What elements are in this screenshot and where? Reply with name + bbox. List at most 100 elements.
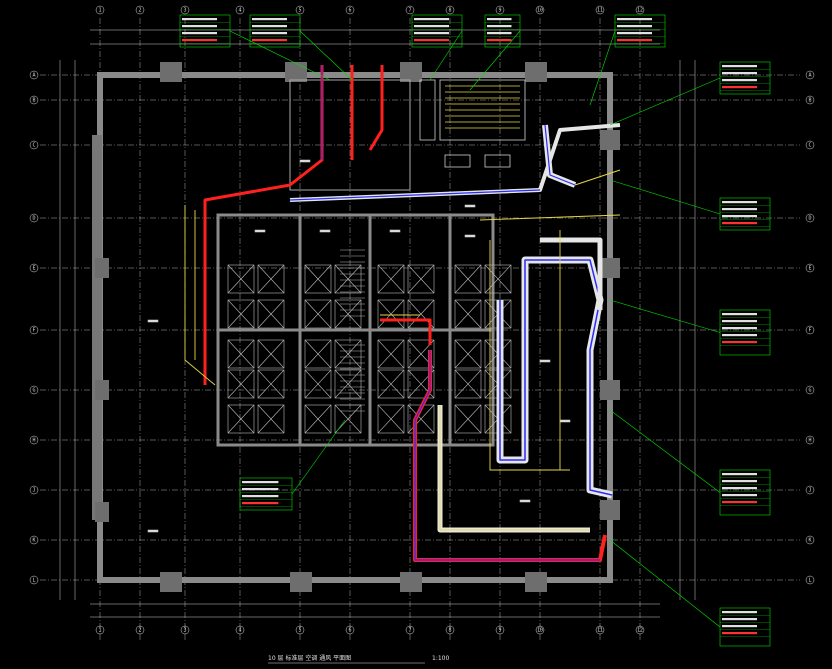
shaft-cell	[484, 264, 512, 294]
shaft-cell	[334, 369, 362, 399]
shaft-cell	[257, 404, 285, 434]
column-bubble	[95, 5, 105, 15]
row-bubble	[805, 575, 815, 585]
column-bubble	[405, 625, 415, 635]
column-bubble	[495, 5, 505, 15]
callout-box	[484, 14, 521, 48]
row-label: A	[808, 73, 811, 79]
column-label: 11	[597, 8, 603, 14]
row-label: C	[808, 143, 811, 149]
column-label: 10	[537, 628, 543, 634]
column-bubble	[535, 625, 545, 635]
column-bubble	[595, 5, 605, 15]
row-label: L	[808, 578, 811, 584]
row-label: C	[32, 143, 35, 149]
shaft-cell	[377, 339, 405, 369]
shaft-cell	[227, 369, 255, 399]
shaft-cell	[454, 299, 482, 329]
row-label: E	[808, 266, 811, 272]
column-bubble	[635, 625, 645, 635]
row-bubble	[805, 95, 815, 105]
shaft-cell	[304, 264, 332, 294]
drawing-title: 10 层 标准层 空调 通风 平面图	[268, 654, 351, 662]
column-bubble	[235, 625, 245, 635]
column-label: 6	[348, 8, 351, 14]
shaft-cell	[257, 369, 285, 399]
shaft-cell	[257, 339, 285, 369]
row-label: H	[32, 438, 35, 444]
column-label: 7	[408, 628, 411, 634]
row-bubble	[805, 385, 815, 395]
shaft-cell	[304, 369, 332, 399]
row-bubble	[805, 70, 815, 80]
column-bubble	[405, 5, 415, 15]
row-label: B	[32, 98, 35, 104]
column-bubble	[295, 625, 305, 635]
shaft-cell	[257, 264, 285, 294]
elevator-shafts	[147, 159, 571, 533]
shaft-cell	[454, 404, 482, 434]
column-label: 2	[138, 8, 141, 14]
row-label: J	[32, 488, 35, 494]
column-label: 4	[238, 628, 241, 634]
column-bubble	[180, 625, 190, 635]
row-bubble	[29, 213, 39, 223]
row-bubble	[29, 535, 39, 545]
callout-box	[719, 309, 771, 356]
row-bubble	[29, 575, 39, 585]
shaft-cell	[227, 299, 255, 329]
shaft-cell	[454, 339, 482, 369]
callout-box	[411, 14, 463, 48]
row-bubble	[29, 325, 39, 335]
column-label: 3	[183, 8, 186, 14]
annotation-callouts	[179, 14, 771, 647]
callout-box	[719, 469, 771, 516]
row-label: G	[32, 388, 35, 394]
shaft-cell	[227, 404, 255, 434]
row-bubble	[29, 385, 39, 395]
column-label: 12	[637, 8, 643, 14]
shaft-cell	[454, 369, 482, 399]
column-label: 1	[98, 8, 101, 14]
row-label: L	[32, 578, 35, 584]
pipe-lines	[184, 205, 621, 471]
column-bubble	[180, 5, 190, 15]
row-label: F	[808, 328, 811, 334]
row-bubble	[805, 263, 815, 273]
column-bubble	[295, 5, 305, 15]
column-bubble	[445, 5, 455, 15]
column-label: 2	[138, 628, 141, 634]
shaft-cell	[407, 264, 435, 294]
shaft-cell	[304, 404, 332, 434]
callout-box	[614, 14, 666, 48]
column-label: 12	[637, 628, 643, 634]
row-label: G	[808, 388, 811, 394]
row-label: H	[808, 438, 811, 444]
row-bubble	[805, 435, 815, 445]
column-bubble	[635, 5, 645, 15]
row-bubble	[29, 485, 39, 495]
shaft-cell	[407, 299, 435, 329]
shaft-cell	[377, 369, 405, 399]
fresh-air-duct	[203, 65, 621, 562]
column-label: 7	[408, 8, 411, 14]
column-label: 4	[238, 8, 241, 14]
shaft-cell	[407, 369, 435, 399]
shaft-cell	[377, 264, 405, 294]
callout-box	[249, 14, 301, 48]
row-label: B	[808, 98, 811, 104]
column-label: 8	[448, 8, 451, 14]
row-label: D	[808, 216, 811, 222]
column-label: 11	[597, 628, 603, 634]
column-bubble	[345, 5, 355, 15]
shaft-cell	[407, 339, 435, 369]
callout-box	[239, 477, 293, 511]
row-label: K	[808, 538, 811, 544]
row-label: J	[808, 488, 811, 494]
row-label: A	[32, 73, 35, 79]
shaft-cell	[454, 264, 482, 294]
row-bubble	[805, 213, 815, 223]
column-label: 9	[498, 8, 501, 14]
shaft-cell	[227, 264, 255, 294]
